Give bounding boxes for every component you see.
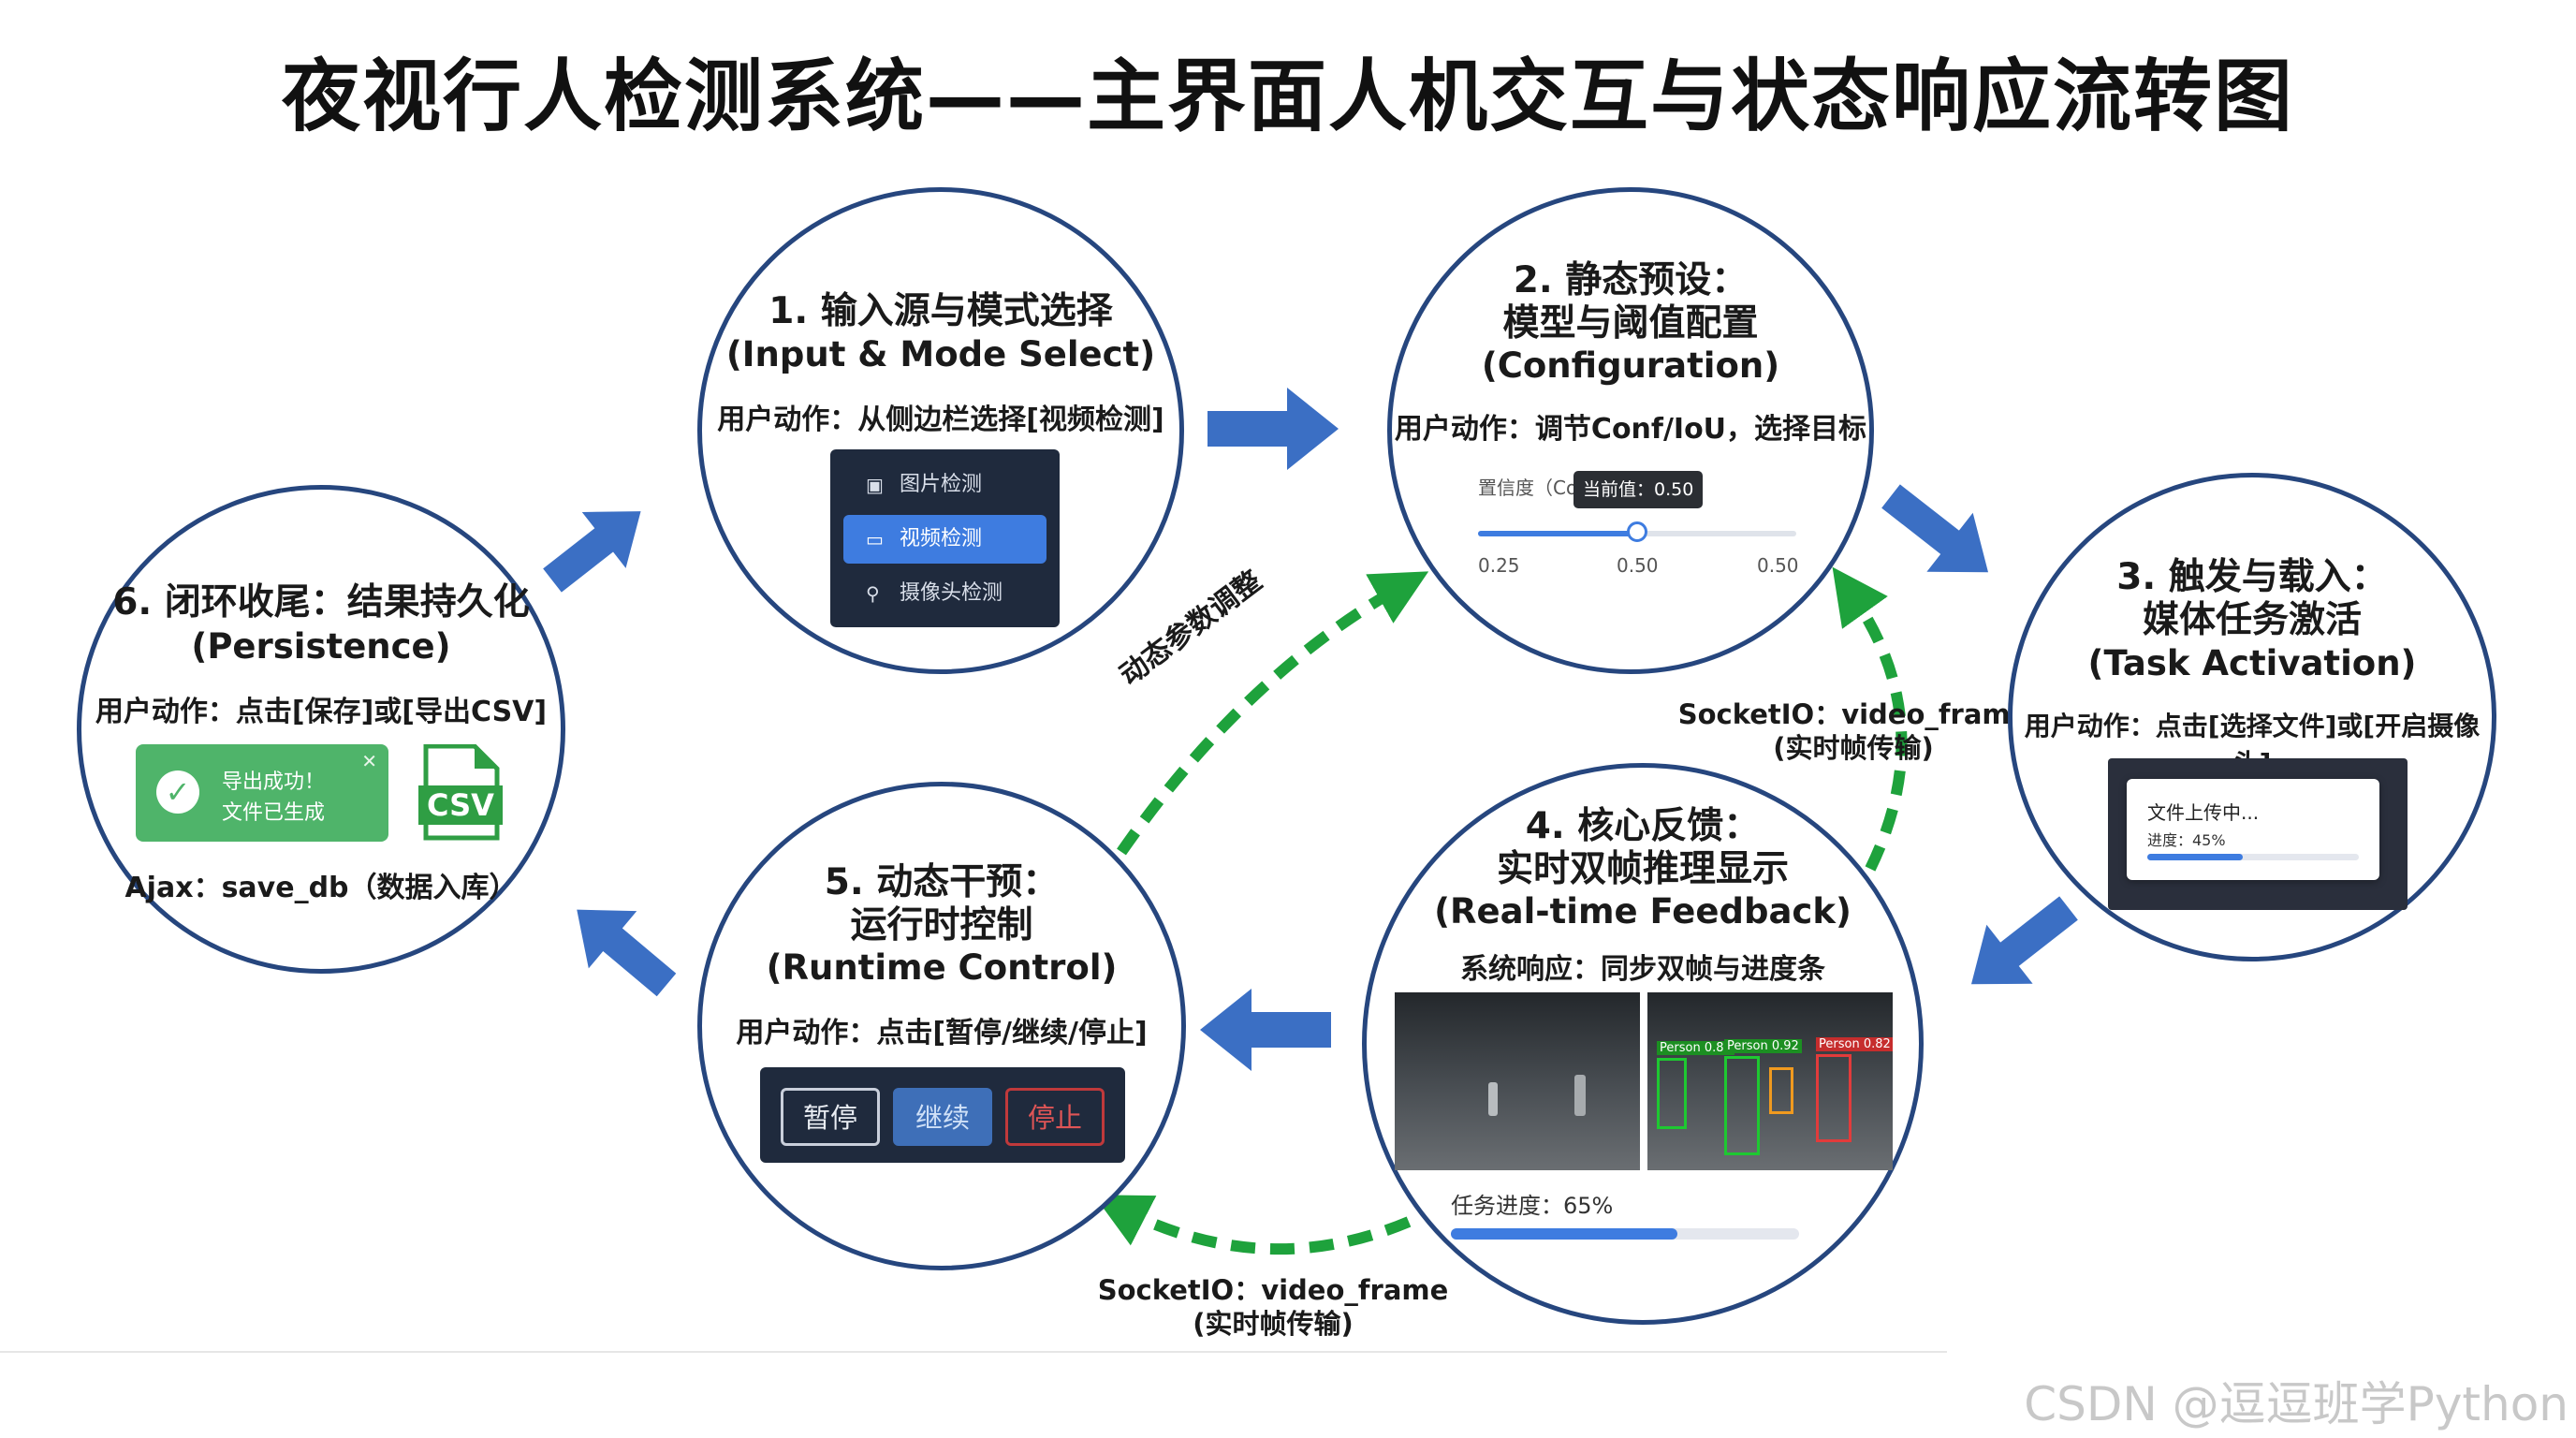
camera-icon: ⚲ (866, 582, 880, 605)
upload-status-text: 文件上传中... (2147, 801, 2260, 824)
arrow-4-to-5 (1200, 989, 1331, 1071)
node2-title-line1: 2. 静态预设： (1513, 259, 1749, 301)
node4-title-line2: 实时双帧推理显示 (1496, 848, 1789, 890)
slider-label: 置信度（Co (1478, 477, 1578, 499)
menu-item-camera[interactable]: ⚲ 摄像头检测 (843, 569, 1046, 618)
detection-label: Person 0.85 (1657, 1041, 1734, 1055)
slider-tick-min: 0.25 (1478, 554, 1520, 577)
close-icon[interactable]: ✕ (361, 750, 377, 772)
upload-progress-text: 进度：45% (2147, 831, 2226, 849)
menu-item-label: 视频检测 (900, 527, 983, 550)
check-icon: ✓ (156, 770, 199, 814)
diagram-title: 夜视行人检测系统——主界面人机交互与状态响应流转图 (281, 51, 2294, 142)
node-runtime-control: 5. 动态干预： 运行时控制 (Runtime Control) 用户动作：点击… (697, 782, 1186, 1270)
node2-title-line2: 模型与阈值配置 (1502, 302, 1759, 345)
upload-progress-track (2147, 854, 2359, 860)
video-icon: ▭ (866, 528, 884, 550)
pause-button[interactable]: 暂停 (781, 1088, 880, 1146)
menu-item-video[interactable]: ▭ 视频检测 (843, 515, 1046, 564)
node4-action: 系统响应：同步双帧与进度条 (1460, 953, 1825, 986)
confidence-slider-fill (1478, 531, 1637, 536)
control-bar: 暂停 继续 停止 (760, 1067, 1125, 1163)
menu-item-label: 摄像头检测 (900, 581, 1003, 605)
csv-file-icon: CSV (418, 744, 503, 842)
export-success-toast: ✓ 导出成功！ 文件已生成 ✕ (136, 744, 388, 842)
arrow-1-to-2 (1208, 388, 1339, 470)
upload-dialog: 文件上传中... 进度：45% (2127, 779, 2379, 880)
node-configuration: 2. 静态预设： 模型与阈值配置 (Configuration) 用户动作：调节… (1387, 187, 1874, 674)
detection-frame-preview: Person 0.85 Person 0.92 Person 0.82 (1647, 992, 1893, 1170)
node5-title-line1: 5. 动态干预： (824, 861, 1060, 903)
resume-button[interactable]: 继续 (893, 1088, 992, 1146)
node5-title-line2: 运行时控制 (850, 904, 1033, 946)
edge-label-socket-right: SocketIO：video_frame (实时帧传输) (1657, 697, 2050, 765)
dashed-arrow-4-to-5 (1093, 1195, 1412, 1255)
slider-tick-max: 0.50 (1757, 554, 1799, 577)
edge-label-socket-right-line1: SocketIO：video_frame (1677, 698, 2029, 730)
arrow-5-to-6 (577, 909, 677, 997)
sidebar-menu: ▣ 图片检测 ▭ 视频检测 ⚲ 摄像头检测 (830, 449, 1060, 627)
pedestrian-silhouette (1574, 1075, 1586, 1116)
slider-tick-mid: 0.50 (1617, 554, 1659, 577)
task-progress-fill (1451, 1228, 1677, 1240)
edge-label-socket-bottom: SocketIO：video_frame (实时帧传输) (1076, 1273, 1470, 1341)
detection-label: Person 0.92 (1724, 1039, 1802, 1053)
node6-subtitle: (Persistence) (191, 626, 451, 667)
node-input-mode-select: 1. 输入源与模式选择 (Input & Mode Select) 用户动作：从… (697, 187, 1184, 674)
node3-subtitle: (Task Activation) (2087, 643, 2417, 683)
detection-box (1724, 1056, 1760, 1155)
detection-box (1816, 1054, 1852, 1142)
dashed-arrow-5-to-2 (1117, 571, 1429, 856)
watermark: CSDN @逗逗班学Python (2024, 1377, 2569, 1431)
arrow-2-to-3 (1881, 484, 1989, 573)
node1-subtitle: (Input & Mode Select) (725, 334, 1156, 374)
image-icon: ▣ (866, 474, 884, 496)
node-realtime-feedback: 4. 核心反馈： 实时双帧推理显示 (Real-time Feedback) 系… (1362, 763, 1924, 1325)
task-progress-text: 任务进度：65% (1451, 1193, 1614, 1219)
node6-title: 6. 闭环收尾：结果持久化 (112, 581, 530, 624)
node4-subtitle: (Real-time Feedback) (1434, 891, 1852, 932)
detection-box (1769, 1067, 1793, 1114)
node2-action: 用户动作：调节Conf/IoU，选择目标 (1394, 413, 1867, 446)
node1-title: 1. 输入源与模式选择 (768, 290, 1113, 332)
confidence-slider-knob[interactable] (1627, 521, 1647, 542)
node-task-activation: 3. 触发与载入： 媒体任务激活 (Task Activation) 用户动作：… (2008, 473, 2496, 961)
confidence-slider-track[interactable] (1478, 521, 1796, 542)
value-tooltip-text: 当前值：0.50 (1583, 479, 1694, 500)
raw-frame-preview (1395, 992, 1640, 1170)
node3-title-line2: 媒体任务激活 (2142, 599, 2362, 641)
pedestrian-silhouette (1488, 1082, 1498, 1116)
edge-label-socket-right-line2: (实时帧传输) (1773, 732, 1934, 764)
node2-subtitle: (Configuration) (1481, 345, 1780, 386)
bottom-divider (0, 1351, 1947, 1353)
detection-label: Person 0.82 (1816, 1037, 1893, 1051)
value-tooltip: 当前值：0.50 (1573, 471, 1704, 508)
detection-box (1657, 1058, 1687, 1129)
node6-action: 用户动作：点击[保存]或[导出CSV] (95, 696, 548, 728)
node3-title-line1: 3. 触发与载入： (2116, 556, 2388, 598)
node-persistence: 6. 闭环收尾：结果持久化 (Persistence) 用户动作：点击[保存]或… (77, 485, 565, 974)
node3-action: 用户动作：点击[选择文件]或[开启摄像头] (2024, 711, 2481, 779)
toast-line-1: 导出成功！ (222, 770, 326, 794)
arrow-6-to-1 (543, 511, 641, 593)
menu-item-image[interactable]: ▣ 图片检测 (843, 461, 1046, 509)
node4-title-line1: 4. 核心反馈： (1525, 805, 1761, 847)
arrow-3-to-4 (1970, 896, 2078, 985)
node1-action: 用户动作：从侧边栏选择[视频检测] (717, 404, 1164, 436)
menu-item-label: 图片检测 (900, 473, 983, 496)
node5-action: 用户动作：点击[暂停/继续/停止] (736, 1017, 1148, 1049)
stop-button[interactable]: 停止 (1005, 1088, 1105, 1146)
upload-panel-backdrop: 文件上传中... 进度：45% (2108, 758, 2408, 910)
edge-label-socket-bottom-line1: SocketIO：video_frame (1097, 1274, 1449, 1306)
node5-subtitle: (Runtime Control) (766, 947, 1118, 988)
csv-label: CSV (418, 785, 503, 825)
task-progress-track (1451, 1228, 1799, 1240)
dashed-arrow-4-to-2 (1832, 566, 1908, 872)
node6-ajax: Ajax：save_db（数据入库） (124, 872, 518, 904)
upload-progress-fill (2147, 854, 2243, 860)
edge-label-socket-bottom-line2: (实时帧传输) (1193, 1308, 1354, 1340)
toast-line-2: 文件已生成 (222, 801, 326, 825)
